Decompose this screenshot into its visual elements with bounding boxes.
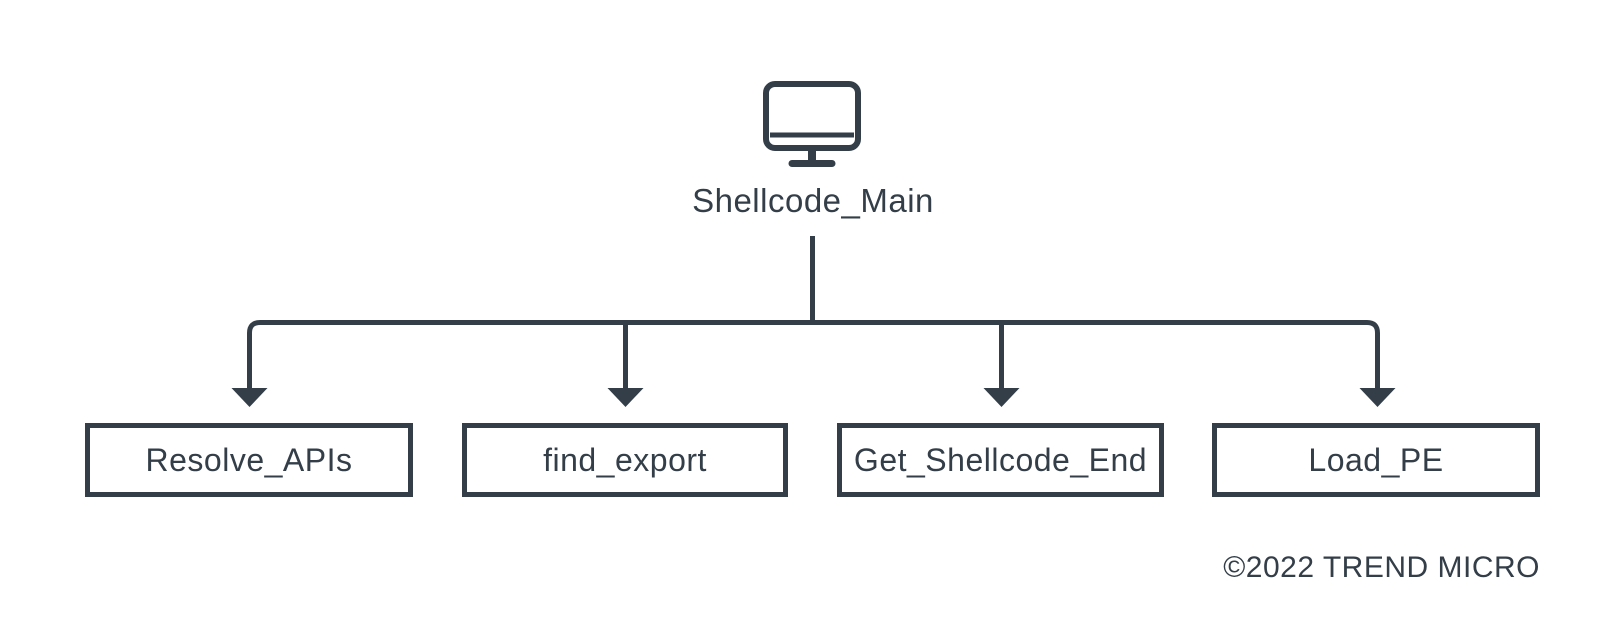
arrowhead-get-shellcode-end	[983, 388, 1020, 407]
arrowhead-load-pe	[1359, 388, 1396, 407]
node-find-export: find_export	[462, 423, 788, 497]
node-label: find_export	[543, 441, 707, 478]
node-load-pe: Load_PE	[1212, 423, 1540, 497]
arrowheads	[231, 388, 1396, 407]
node-get-shellcode-end: Get_Shellcode_End	[837, 423, 1164, 497]
root-node-label: Shellcode_Main	[692, 182, 934, 219]
connector-lines	[247, 236, 1380, 391]
copyright-notice: ©2022 TREND MICRO	[1223, 551, 1540, 584]
node-label: Resolve_APIs	[145, 441, 353, 478]
arrowhead-resolve-apis	[231, 388, 268, 407]
branch-rail	[247, 320, 1380, 391]
node-resolve-apis: Resolve_APIs	[85, 423, 413, 497]
node-label: Load_PE	[1308, 441, 1444, 478]
node-label: Get_Shellcode_End	[853, 441, 1148, 478]
arrowhead-find-export	[607, 388, 644, 407]
computer-monitor-icon	[763, 81, 861, 167]
